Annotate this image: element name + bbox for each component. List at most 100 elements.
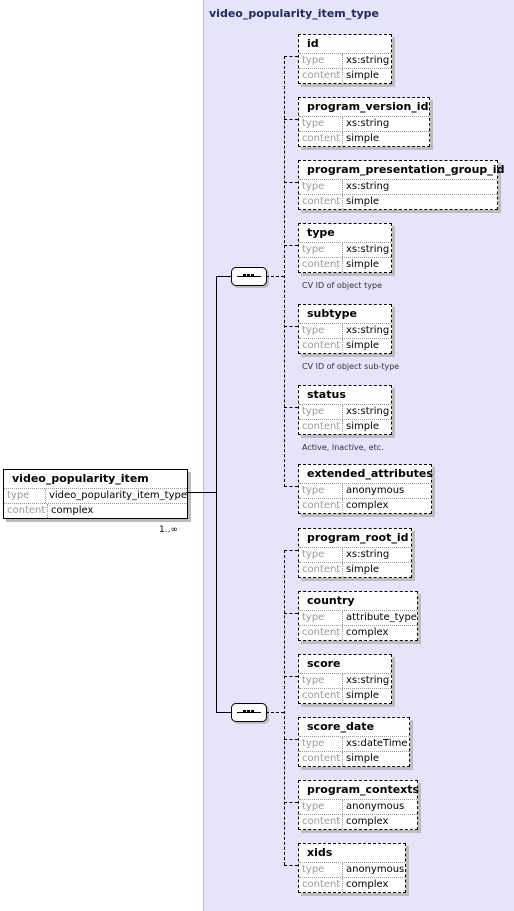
type-value: xs:string bbox=[346, 549, 390, 560]
content-value: simple bbox=[346, 196, 380, 207]
type-value: anonymous bbox=[346, 864, 405, 875]
root-element-name: video_popularity_item bbox=[12, 472, 149, 485]
type-value: xs:string bbox=[346, 244, 390, 255]
root-content-value: complex bbox=[51, 505, 94, 516]
content-label: content bbox=[299, 69, 343, 83]
content-value: complex bbox=[346, 879, 389, 890]
element-name: xids bbox=[307, 846, 333, 859]
content-label: content bbox=[299, 132, 343, 146]
type-value: xs:string bbox=[346, 181, 390, 192]
type-value: anonymous bbox=[346, 801, 405, 812]
type-label: type bbox=[299, 324, 343, 338]
type-label: type bbox=[4, 489, 46, 503]
content-label: content bbox=[299, 499, 343, 513]
content-value: simple bbox=[346, 340, 380, 351]
type-label: type bbox=[299, 243, 343, 257]
element-name: country bbox=[307, 594, 355, 607]
content-value: simple bbox=[346, 753, 380, 764]
content-value: simple bbox=[346, 421, 380, 432]
group2-vertical-connector bbox=[284, 550, 285, 865]
group2-child-connector bbox=[284, 739, 298, 740]
type-label: type bbox=[299, 484, 343, 498]
content-value: simple bbox=[346, 690, 380, 701]
type-label: type bbox=[299, 737, 343, 751]
sequence-compositor-1[interactable] bbox=[231, 267, 267, 286]
content-label: content bbox=[299, 258, 343, 272]
type-value: attribute_type bbox=[346, 612, 417, 623]
element-name: program_root_id bbox=[307, 531, 409, 544]
element-name: status bbox=[307, 388, 346, 401]
group2-child-connector bbox=[284, 676, 298, 677]
content-value: simple bbox=[346, 133, 380, 144]
element-name: program_presentation_group_id bbox=[307, 163, 505, 176]
content-label: content bbox=[299, 626, 343, 640]
group2-child-connector bbox=[284, 550, 298, 551]
element-name: program_version_id bbox=[307, 100, 429, 113]
type-label: type bbox=[299, 180, 343, 194]
content-label: content bbox=[299, 815, 343, 829]
type-label: type bbox=[299, 405, 343, 419]
type-label: type bbox=[299, 674, 343, 688]
content-label: content bbox=[299, 563, 343, 577]
type-label: type bbox=[299, 548, 343, 562]
root-type-value: video_popularity_item_type bbox=[48, 490, 187, 501]
element-annotation: CV ID of object sub-type bbox=[302, 362, 400, 371]
content-value: complex bbox=[346, 627, 389, 638]
complex-type-title: video_popularity_item_type bbox=[209, 7, 380, 20]
group1-child-connector bbox=[284, 486, 298, 487]
element-name: program_contexts bbox=[307, 783, 420, 796]
type-value: xs:string bbox=[346, 406, 390, 417]
type-value: xs:string bbox=[346, 675, 390, 686]
element-name: score_date bbox=[307, 720, 375, 733]
type-value: xs:string bbox=[346, 325, 390, 336]
content-value: complex bbox=[346, 500, 389, 511]
group2-compositor-connector bbox=[266, 712, 284, 713]
group1-child-connector bbox=[284, 56, 298, 57]
multiplicity-label: 1..∞ bbox=[159, 525, 178, 535]
group1-child-connector bbox=[284, 407, 298, 408]
content-value: simple bbox=[346, 259, 380, 270]
branch-vertical-line bbox=[216, 276, 217, 712]
type-label: type bbox=[299, 611, 343, 625]
group1-vertical-connector bbox=[284, 56, 285, 487]
content-label: content bbox=[299, 420, 343, 434]
type-label: type bbox=[299, 117, 343, 131]
content-label: content bbox=[299, 195, 343, 209]
element-annotation: CV ID of object type bbox=[302, 281, 382, 290]
content-value: simple bbox=[346, 70, 380, 81]
sequence-compositor-2[interactable] bbox=[231, 703, 267, 722]
